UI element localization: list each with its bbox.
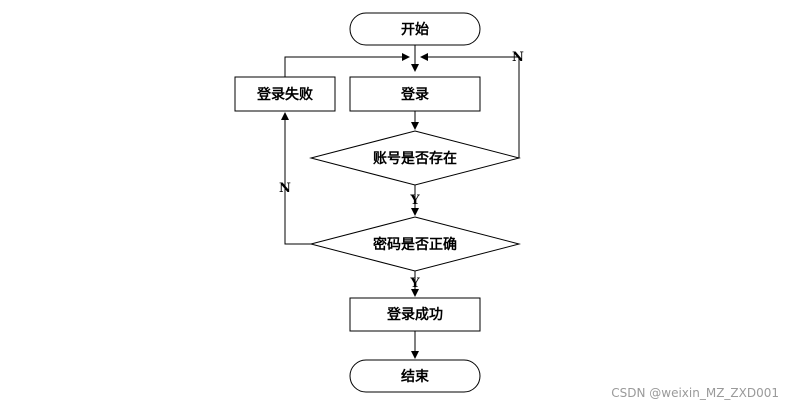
start-node-label: 开始 — [401, 21, 429, 38]
password-check-node-label: 密码是否正确 — [372, 236, 457, 253]
login-fail-node-label: 登录失败 — [256, 86, 314, 103]
end-node-label: 结束 — [401, 368, 430, 385]
watermark: CSDN @weixin_MZ_ZXD001 — [611, 386, 779, 400]
edge-password-no — [281, 112, 311, 245]
login-node-label: 登录 — [400, 86, 429, 103]
password-check-node: 密码是否正确 — [309, 216, 521, 272]
login-fail-node: 登录失败 — [234, 76, 336, 112]
edge-label-password-yes: Y — [409, 276, 420, 291]
end-node: 结束 — [349, 359, 481, 393]
login-success-node: 登录成功 — [349, 297, 481, 332]
edge-label-account-no: N — [512, 50, 524, 65]
edge-label-password-no: N — [279, 181, 291, 196]
login-success-node-label: 登录成功 — [386, 306, 443, 323]
account-check-node: 账号是否存在 — [309, 130, 521, 186]
edge-account-no — [420, 53, 520, 158]
edge-label-account-yes: Y — [409, 193, 420, 208]
start-node: 开始 — [349, 12, 481, 46]
account-check-node-label: 账号是否存在 — [373, 150, 457, 167]
login-node: 登录 — [349, 76, 481, 112]
edge-fail-to-login — [284, 53, 410, 77]
